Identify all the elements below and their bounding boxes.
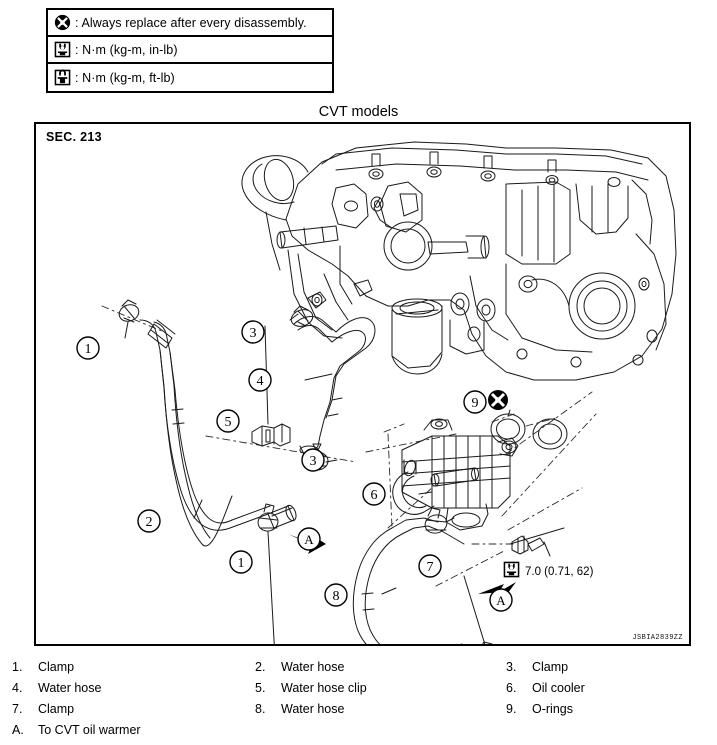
part-number: 2.	[255, 660, 266, 674]
svg-text:1: 1	[238, 556, 245, 571]
list-item: 2. Water hose	[255, 660, 344, 674]
part-clamp-7-lower	[482, 641, 493, 644]
part-number: 5.	[255, 681, 266, 695]
transaxle-housing	[241, 141, 677, 381]
callout-7: 7	[418, 554, 442, 578]
svg-text:2: 2	[146, 515, 153, 530]
list-item: 1. Clamp	[12, 660, 74, 674]
part-oil-cooler-6	[392, 418, 519, 531]
legend-row-replace: : Always replace after every disassembly…	[48, 10, 332, 37]
list-item: 8. Water hose	[255, 702, 344, 716]
figure-frame: SEC. 213	[34, 122, 691, 646]
list-item: 3. Clamp	[506, 660, 568, 674]
torque-inlb-icon	[54, 41, 71, 58]
part-number: 8.	[255, 702, 266, 716]
legend-text-replace: : Always replace after every disassembly…	[75, 15, 307, 30]
callout-3b: 3	[301, 448, 325, 472]
callout-A-upper: A	[297, 527, 321, 551]
part-number: 4.	[12, 681, 23, 695]
list-item: 5. Water hose clip	[255, 681, 367, 695]
svg-text:3: 3	[250, 326, 257, 341]
part-label: To CVT oil warmer	[38, 723, 141, 737]
x-circle-icon	[488, 390, 508, 410]
part-clamp-1-upper	[118, 299, 140, 323]
legend-row-torque-ftlb: : N·m (kg-m, ft-lb)	[48, 64, 332, 91]
list-item: 6. Oil cooler	[506, 681, 585, 695]
torque-spec-value: 7.0 (0.71, 62)	[525, 566, 594, 578]
mounting-bolt	[511, 535, 545, 555]
svg-text:A: A	[304, 532, 314, 547]
callout-2: 2	[137, 509, 161, 533]
part-label: Oil cooler	[532, 681, 585, 695]
torque-ftlb-icon	[54, 69, 71, 86]
part-label: O-rings	[532, 702, 573, 716]
svg-text:1: 1	[85, 342, 92, 357]
callout-9: 9	[463, 390, 487, 414]
part-label: Water hose	[281, 660, 345, 674]
torque-inlb-icon	[503, 561, 520, 583]
part-number: 9.	[506, 702, 517, 716]
part-number: 6.	[506, 681, 517, 695]
part-label: Clamp	[38, 702, 75, 716]
part-clamp-1-lower	[257, 503, 279, 532]
callout-3a: 3	[241, 320, 265, 344]
list-item: 4. Water hose	[12, 681, 101, 695]
svg-text:8: 8	[333, 589, 340, 604]
part-water-hose-8	[352, 517, 463, 644]
exploded-view-drawing: 1 3 4 5 3 2 1 A 9 6 7 8 A	[76, 141, 677, 644]
list-item: 7. Clamp	[12, 702, 74, 716]
part-water-hose-2	[139, 319, 297, 547]
callout-1b: 1	[229, 550, 253, 574]
part-label: Clamp	[38, 660, 75, 674]
list-item: 9. O-rings	[506, 702, 573, 716]
part-label: Water hose	[38, 681, 102, 695]
callout-6: 6	[362, 482, 386, 506]
callout-1a: 1	[76, 336, 100, 360]
callout-bubbles: 1 3 4 5 3 2 1 A 9 6 7 8 A	[76, 320, 513, 612]
legend-text-torque-ftlb: : N·m (kg-m, ft-lb)	[75, 70, 175, 85]
part-label: Water hose	[281, 702, 345, 716]
drawing-id: JSBIA2839ZZ	[632, 634, 683, 642]
part-label: Water hose clip	[281, 681, 367, 695]
parts-list: 1. Clamp 2. Water hose 3. Clamp 4. Water hos…	[0, 656, 717, 742]
svg-text:4: 4	[257, 374, 264, 389]
figure-title: CVT models	[318, 104, 399, 120]
part-number: 1.	[12, 660, 23, 674]
svg-text:9: 9	[472, 396, 479, 411]
part-clamp-7-upper	[424, 507, 455, 534]
svg-text:3: 3	[310, 454, 317, 469]
svg-text:A: A	[496, 593, 506, 608]
torque-spec-callout: 7.0 (0.71, 62)	[503, 561, 593, 583]
svg-text:7: 7	[427, 560, 434, 575]
callout-A-lower: A	[489, 588, 513, 612]
part-clamp-3-upper	[290, 305, 314, 327]
part-label: Clamp	[532, 660, 569, 674]
callout-4: 4	[248, 368, 272, 392]
part-water-hose-clip-5	[251, 423, 291, 447]
svg-text:6: 6	[371, 488, 378, 503]
x-circle-icon	[54, 14, 71, 31]
part-number: 7.	[12, 702, 23, 716]
callout-8: 8	[324, 583, 348, 607]
part-number: A.	[12, 723, 24, 737]
direction-arrows	[288, 534, 516, 601]
list-item: A. To CVT oil warmer	[12, 723, 141, 737]
legend-row-torque-inlb: : N·m (kg-m, in-lb)	[48, 37, 332, 64]
part-o-rings-9	[490, 413, 568, 450]
part-number: 3.	[506, 660, 517, 674]
section-label: SEC. 213	[46, 130, 102, 144]
legend-box: : Always replace after every disassembly…	[46, 8, 334, 93]
assembly-guide-lines	[101, 305, 597, 587]
callout-5: 5	[216, 409, 240, 433]
legend-text-torque-inlb: : N·m (kg-m, in-lb)	[75, 42, 178, 57]
svg-text:5: 5	[225, 415, 232, 430]
